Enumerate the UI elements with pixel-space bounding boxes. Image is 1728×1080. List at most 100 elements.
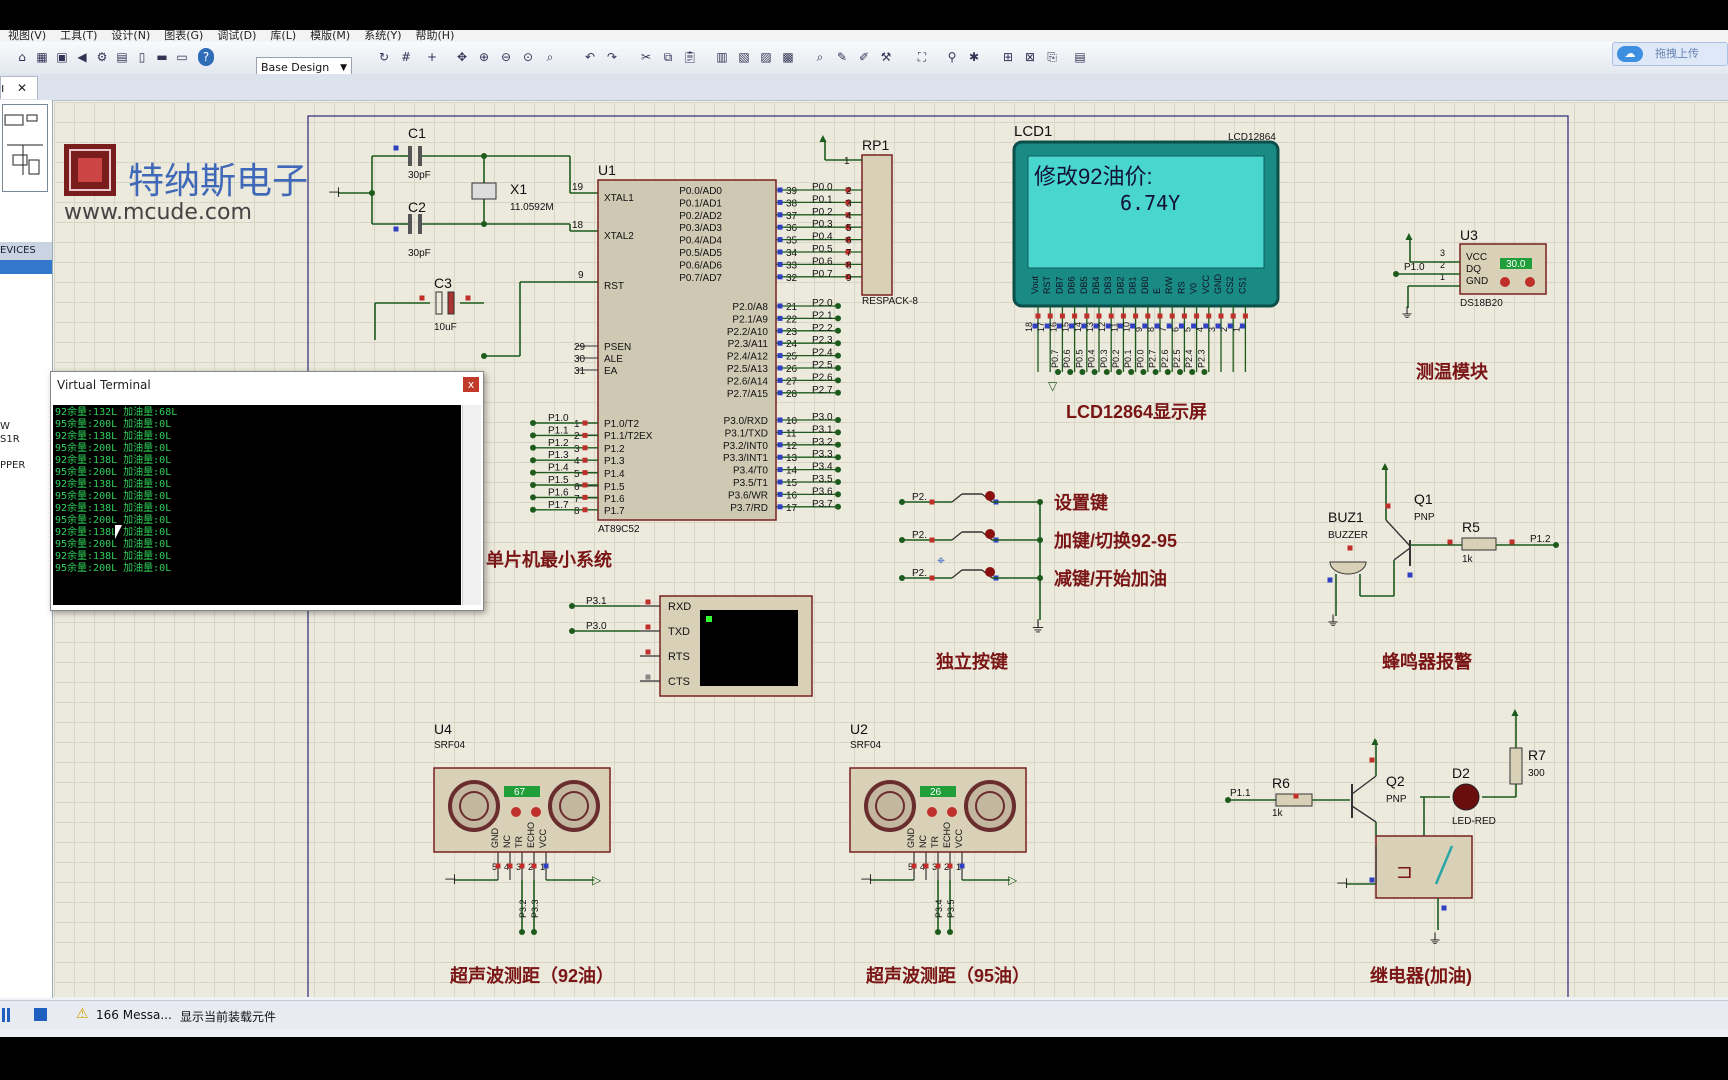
pin-marker bbox=[645, 624, 651, 630]
package-tool-icon[interactable]: ✐ bbox=[858, 50, 870, 64]
search-icon[interactable]: ⚲ bbox=[947, 50, 957, 64]
tab-close-icon[interactable]: ✕ bbox=[17, 81, 28, 95]
pin-number: 1 bbox=[1231, 327, 1241, 332]
play-icon[interactable] bbox=[2, 1008, 10, 1022]
new-sheet-icon[interactable]: ⊞ bbox=[1002, 50, 1014, 64]
watermark-url: www.mcude.com bbox=[64, 200, 252, 225]
terminal-scrollbar[interactable] bbox=[462, 405, 481, 605]
junction bbox=[835, 327, 841, 334]
virtual-terminal-title[interactable]: Virtual Terminal bbox=[51, 372, 483, 398]
exit-sheet-icon[interactable]: ⎘ bbox=[1047, 50, 1057, 64]
origin-icon[interactable]: + bbox=[426, 50, 438, 64]
cut-icon[interactable]: ✂ bbox=[640, 50, 652, 64]
line-icon[interactable]: ▬ bbox=[156, 50, 168, 64]
menu-item[interactable]: 系统(Y) bbox=[364, 30, 402, 42]
net-label: P2.6 bbox=[812, 372, 833, 383]
close-icon[interactable]: x bbox=[463, 377, 479, 392]
property-tool-icon[interactable]: ✱ bbox=[968, 50, 980, 64]
srf-pin-label: NC bbox=[918, 835, 928, 848]
overview-preview[interactable] bbox=[2, 104, 48, 192]
junction bbox=[1116, 369, 1122, 375]
zoom-out-icon[interactable]: ⊖ bbox=[500, 50, 512, 64]
u3-pin-label: DQ bbox=[1466, 264, 1481, 275]
make-device-icon[interactable]: ✎ bbox=[836, 50, 848, 64]
zoom-all-icon[interactable]: ⊙ bbox=[522, 50, 534, 64]
copy-icon[interactable]: ⧉ bbox=[663, 50, 673, 64]
block-rotate-icon[interactable]: ▨ bbox=[760, 50, 772, 64]
u1-body bbox=[597, 179, 777, 521]
stop-icon[interactable] bbox=[34, 1008, 47, 1021]
device-selected-item[interactable] bbox=[0, 260, 52, 274]
page-icon[interactable]: ▭ bbox=[176, 50, 188, 64]
refresh-icon[interactable]: ↻ bbox=[378, 50, 390, 64]
warning-icon[interactable]: ⚠ bbox=[76, 1006, 89, 1022]
pin-marker bbox=[1130, 323, 1136, 329]
ground-icon: ⏚ bbox=[1400, 305, 1414, 321]
home-icon[interactable]: ⌂ bbox=[18, 50, 26, 64]
pan-icon[interactable]: ✥ bbox=[456, 50, 468, 64]
junction bbox=[531, 929, 537, 935]
decompose-icon[interactable]: ⚒ bbox=[880, 50, 892, 64]
pin-number: 36 bbox=[786, 223, 798, 234]
junction bbox=[369, 190, 375, 196]
pin-number: 29 bbox=[574, 342, 586, 353]
net-label: P2.3 bbox=[1196, 349, 1206, 368]
redo-icon[interactable]: ↷ bbox=[606, 50, 618, 64]
net-label: P0.7 bbox=[1050, 349, 1060, 368]
r7-body bbox=[1509, 747, 1523, 785]
pin-number: 11 bbox=[1109, 323, 1119, 332]
net-label: P0.3 bbox=[812, 219, 833, 230]
u1-pin-label: P2.3/A11 bbox=[728, 339, 769, 350]
u1-pin-label: P0.2/AD2 bbox=[679, 211, 722, 222]
grid-toggle-icon[interactable]: # bbox=[400, 50, 412, 64]
chip-icon[interactable]: ▣ bbox=[56, 50, 68, 64]
menu-item[interactable]: 帮助(H) bbox=[415, 30, 455, 42]
paste-icon[interactable]: 📋︎ bbox=[682, 50, 698, 64]
document-icon[interactable]: ▯ bbox=[138, 50, 146, 64]
menu-bar: 视图(V) 工具(T) 设计(N) 图表(G) 调试(D) 库(L) 模版(M) 系统(Y) 帮… bbox=[0, 30, 1728, 42]
button-dot bbox=[1525, 277, 1535, 287]
cloud-upload-button[interactable]: ☁拖拽上传 bbox=[1612, 42, 1728, 66]
undo-icon[interactable]: ↶ bbox=[584, 50, 596, 64]
grid-icon[interactable]: ▦ bbox=[36, 50, 48, 64]
menu-item[interactable]: 工具(T) bbox=[60, 30, 98, 42]
pin-marker bbox=[1084, 313, 1090, 319]
pin-marker bbox=[1447, 539, 1453, 545]
zoom-in-icon[interactable]: ⊕ bbox=[478, 50, 490, 64]
report-icon[interactable]: ▤ bbox=[1074, 50, 1086, 64]
menu-item[interactable]: 模版(M) bbox=[310, 30, 351, 42]
menu-item[interactable]: 调试(D) bbox=[217, 30, 257, 42]
menu-item[interactable]: 视图(V) bbox=[8, 30, 47, 42]
pick-device-icon[interactable]: ⌕ bbox=[816, 50, 824, 64]
device-list-item[interactable]: S1R bbox=[0, 434, 20, 445]
menu-item[interactable]: 图表(G) bbox=[164, 30, 204, 42]
pin-marker bbox=[1032, 323, 1038, 329]
proteus-window: 视图(V) 工具(T) 设计(N) 图表(G) 调试(D) 库(L) 模版(M) 系统(Y) 帮… bbox=[0, 30, 1728, 1037]
block-delete-icon[interactable]: ▩ bbox=[782, 50, 794, 64]
board-icon[interactable]: ▤ bbox=[116, 50, 128, 64]
block-copy-icon[interactable]: ▥ bbox=[716, 50, 728, 64]
buzzer-caption: 蜂鸣器报警 bbox=[1382, 651, 1472, 672]
block-move-icon[interactable]: ▧ bbox=[738, 50, 750, 64]
back-icon[interactable]: ◀ bbox=[77, 50, 87, 64]
gear-icon[interactable]: ⚙ bbox=[96, 50, 108, 64]
messages-count[interactable]: 166 Messa... bbox=[96, 1008, 172, 1022]
device-list-item[interactable] bbox=[0, 446, 25, 459]
vterm-pin-label: RXD bbox=[668, 601, 691, 613]
menu-item[interactable]: 库(L) bbox=[270, 30, 297, 42]
menu-item[interactable]: 设计(N) bbox=[111, 30, 151, 42]
buz-ref: BUZ1 bbox=[1328, 509, 1364, 525]
tab-schematic[interactable]: ı✕ bbox=[0, 76, 38, 99]
device-list-item[interactable]: W bbox=[0, 421, 10, 432]
device-list-item[interactable]: PPER bbox=[0, 460, 26, 471]
junction bbox=[530, 506, 536, 513]
net-label: P2.3 bbox=[812, 335, 833, 346]
wire-autorouter-icon[interactable]: ⛶ bbox=[917, 50, 927, 64]
rp1-body bbox=[861, 154, 893, 296]
help-icon[interactable]: ? bbox=[198, 48, 214, 66]
remove-sheet-icon[interactable]: ⊠ bbox=[1024, 50, 1036, 64]
zoom-area-icon[interactable]: ⌕ bbox=[546, 50, 554, 64]
